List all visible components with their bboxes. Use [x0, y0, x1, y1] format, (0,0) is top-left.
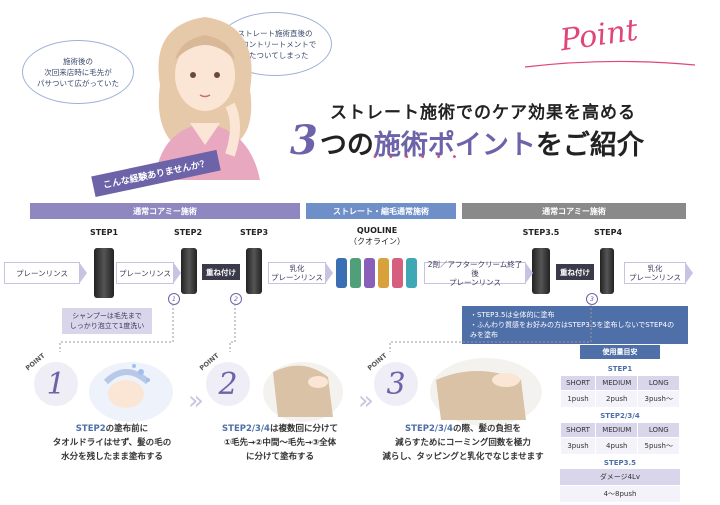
point1-line2: タオルドライはせず、髪の毛の [52, 438, 172, 448]
step1-bottle [94, 248, 114, 298]
point1-description: STEP2の塗布前に タオルドライはせず、髪の毛の 水分を残したまま塗布する [12, 422, 212, 464]
point2-line1: は複数回に分けて [269, 424, 338, 434]
marker-3: 3 [586, 293, 598, 305]
point1-line1: の塗布前に [105, 424, 149, 434]
usage-step234-table: SHORT MEDIUM LONG 3push 4push 5push〜 [559, 422, 680, 455]
title-line-2: 3つの施術ポイントをご紹介 [290, 117, 644, 164]
point1-highlight: STEP2 [75, 424, 106, 434]
step1-label: STEP1 [89, 228, 119, 237]
point2-highlight: STEP2/3/4 [222, 424, 270, 434]
col-medium: MEDIUM [595, 375, 639, 391]
section-bar-straight: ストレート・縮毛通常施術 [306, 203, 456, 219]
title-line-1: ストレート施術でのケア効果を高める [330, 103, 636, 123]
step35-label: STEP3.5 [522, 228, 560, 237]
point3-highlight: STEP2/3/4 [405, 424, 453, 434]
usage-step35-title: STEP3.5 [603, 459, 637, 467]
marker-2: 2 [230, 293, 242, 305]
chevron-2: » [358, 386, 374, 416]
point1-number: 1 [34, 362, 78, 406]
col-medium: MEDIUM [595, 422, 639, 438]
quoline-bottle-6 [406, 258, 417, 288]
step2-bottle [181, 248, 197, 294]
flow-overlay-1: 重ね付け [202, 264, 240, 280]
flow-after-cream: 2剤／アフタークリーム終了後 プレーンリンス [424, 260, 533, 287]
point-swoosh [524, 60, 696, 68]
usage-step35-damage: ダメージ4Lv [560, 469, 680, 485]
title-dots: •••••• [372, 152, 468, 163]
point3-description: STEP2/3/4の際、髪の負担を 減らすためにコーミング回数を極力 減らし、タ… [368, 422, 558, 464]
usage-guide: 使用量目安 STEP1 SHORT MEDIUM LONG 1push 2pus… [559, 345, 680, 503]
col-long: LONG [637, 375, 680, 391]
usage-step234-title: STEP2/3/4 [600, 412, 640, 420]
point3-line2: 減らすためにコーミング回数を極力 [395, 438, 531, 448]
step35-bottle [532, 248, 550, 294]
title-part-a: つの [319, 130, 374, 161]
marker-1: 1 [168, 293, 180, 305]
usage-step1-title: STEP1 [607, 365, 633, 373]
title-part-b: をご紹介 [535, 130, 644, 161]
col-short: SHORT [559, 422, 597, 438]
point-script-logo: Point [557, 12, 641, 59]
title-number: 3 [290, 117, 318, 164]
quoline-bottle-2 [350, 258, 361, 288]
flow-plain-rinse-2: プレーンリンス [116, 262, 181, 284]
note-step35: ・STEP3.5は全体的に塗布 ・ふんわり質感をお好みの方はSTEP3.5を塗布… [462, 306, 688, 344]
quoline-bottle-4 [378, 258, 389, 288]
quoline-kana-label: （クオライン） [349, 237, 405, 246]
col-long: LONG [637, 422, 680, 438]
point3-line1: の際、髪の負担を [452, 424, 521, 434]
connector-lines [59, 304, 592, 352]
flow-emulsion-rinse: 乳化 プレーンリンス [268, 262, 333, 284]
speech-bubble-left: 施術後の 次回来店時に毛先が パサついて広がっていた [22, 40, 134, 104]
step234-medium: 4push [595, 437, 639, 455]
title-highlight: 施術ポイント [373, 130, 536, 161]
usage-header: 使用量目安 [580, 345, 660, 359]
usage-step35-amount: 4〜8push [560, 486, 680, 502]
point2-illustration [263, 362, 343, 422]
flow-overlay-2: 重ね付け [556, 264, 594, 280]
point1-line3: 水分を残したまま塗布する [61, 452, 163, 462]
quoline-bottle-3 [364, 258, 375, 288]
chevron-1: » [188, 386, 204, 416]
quoline-label: QUOLINE [356, 226, 398, 235]
point2-number: 2 [206, 362, 250, 406]
quoline-bottle-1 [336, 258, 347, 288]
step2-label: STEP2 [173, 228, 203, 237]
step4-label: STEP4 [593, 228, 623, 237]
point1-illustration [89, 362, 173, 422]
step3-bottle [246, 248, 262, 294]
flow-plain-rinse-1: プレーンリンス [4, 262, 87, 284]
point3-line3: 減らし、タッピングと乳化でなじませます [382, 452, 544, 462]
note-shampoo: シャンプーは毛先まで しっかり泡立て1度洗い [62, 308, 152, 334]
point3-illustration [430, 358, 542, 426]
point3-number: 3 [374, 362, 418, 406]
step4-bottle [600, 248, 614, 294]
col-short: SHORT [559, 375, 597, 391]
step234-long: 5push〜 [637, 437, 680, 455]
point2-line3: に分けて塗布する [245, 452, 314, 462]
step1-long: 3push〜 [637, 390, 680, 408]
section-bar-regular-1: 通常コアミー施術 [30, 203, 300, 219]
point2-description: STEP2/3/4は複数回に分けて ①毛先→②中間〜毛先→③全体 に分けて塗布す… [200, 422, 360, 464]
flow-emulsion-rinse-2: 乳化 プレーンリンス [624, 262, 693, 284]
section-bar-regular-2: 通常コアミー施術 [462, 203, 686, 219]
usage-step1-table: SHORT MEDIUM LONG 1push 2push 3push〜 [559, 375, 680, 408]
step234-short: 3push [559, 437, 597, 455]
step3-label: STEP3 [239, 228, 269, 237]
quoline-bottle-5 [392, 258, 403, 288]
step1-short: 1push [559, 390, 597, 408]
step1-medium: 2push [595, 390, 639, 408]
point2-line2: ①毛先→②中間〜毛先→③全体 [223, 438, 337, 448]
